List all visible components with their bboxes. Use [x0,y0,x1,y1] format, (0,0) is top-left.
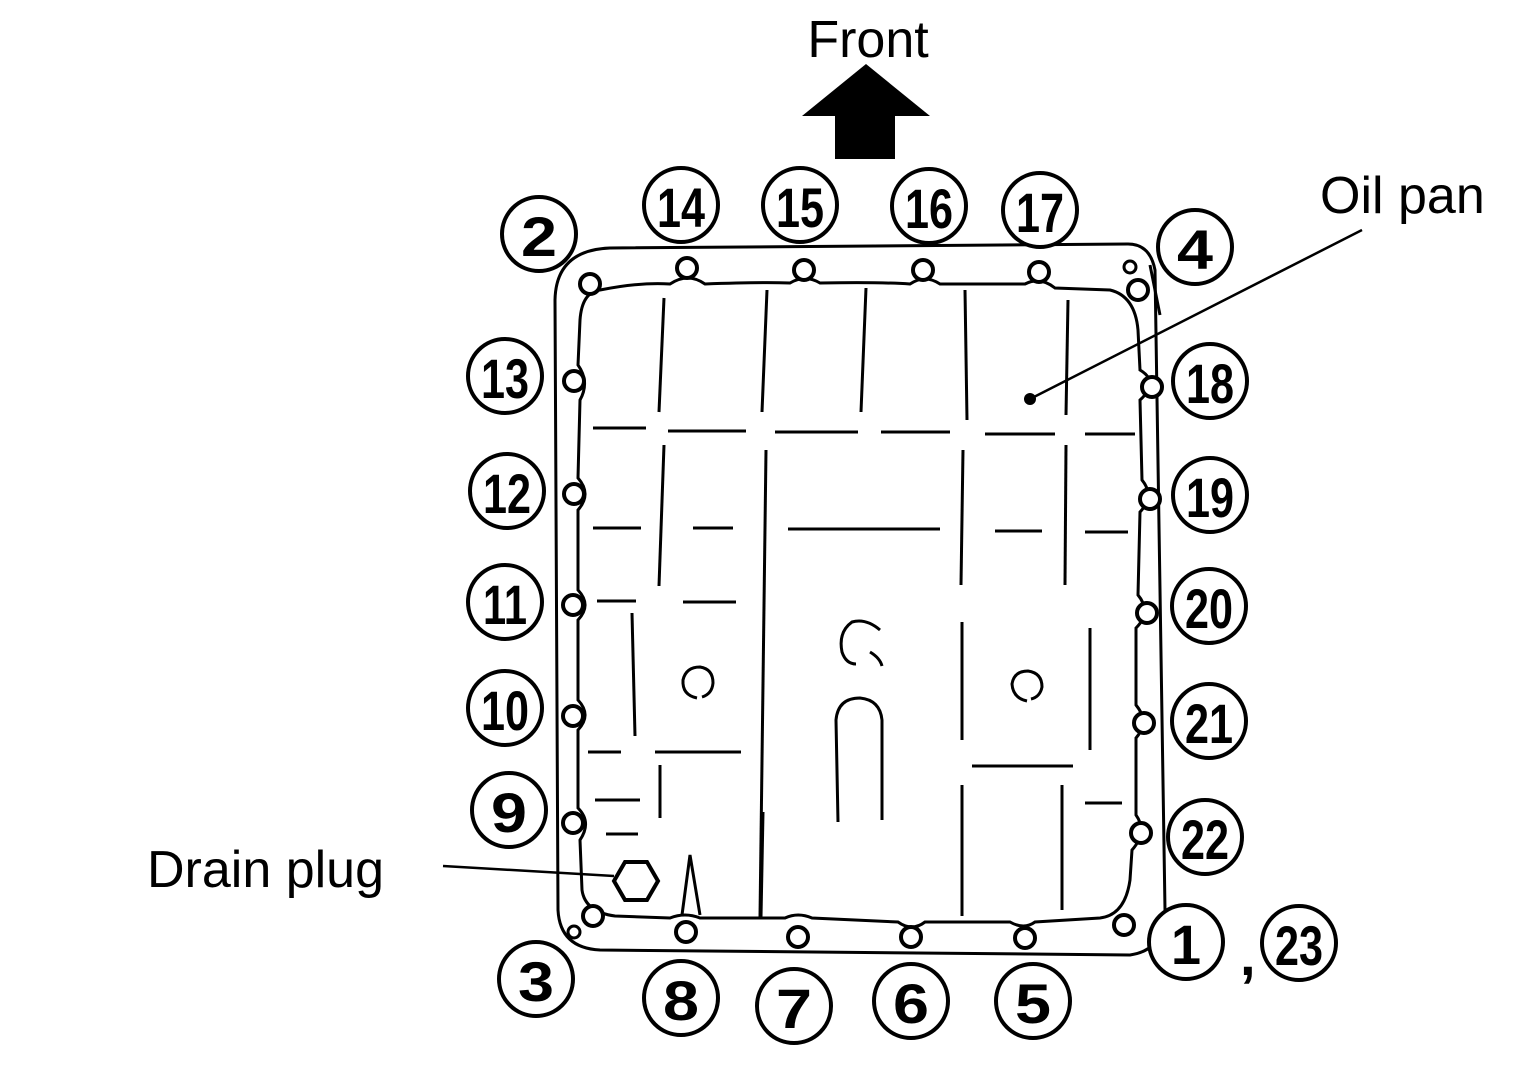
bolt-number-15: 15 [776,176,824,239]
bolt-number-3: 3 [518,950,554,1013]
bolt-number-21: 21 [1185,692,1233,755]
bolt-callout-2-circle [500,195,578,273]
bolt-number-7: 7 [776,977,812,1040]
bolt-callout-19-circle [1171,456,1249,534]
bolt-callout-23-circle [1260,904,1338,982]
bolt-callout-11-circle [466,563,544,641]
bolt-hole-16 [911,258,935,282]
bolt-number-13: 13 [481,347,529,410]
bolt-1-23-separator: , [1240,924,1256,987]
bolt-hole-6 [899,925,923,949]
bolt-callout-16-circle [890,167,968,245]
bolt-hole-18 [1140,375,1164,399]
bolt-callout-9-circle [470,771,548,849]
bolt-hole-17 [1027,260,1051,284]
bolt-callout-numbers: 2 14 15 16 17 4 13 18 12 19 11 20 10 21 … [481,176,1323,1040]
bolt-number-18: 18 [1186,352,1234,415]
oil-pan-body [553,242,1167,957]
bolt-hole-15 [792,258,816,282]
bolt-number-19: 19 [1186,466,1234,529]
bolt-number-6: 6 [893,972,929,1035]
bolt-callout-22-circle [1166,798,1244,876]
oil-pan-label: Oil pan [1320,167,1485,225]
bolt-hole-5 [1013,926,1037,950]
bolt-callout-12-circle [468,452,546,530]
drain-plug-leader [442,864,615,878]
bolt-hole-8 [674,920,698,944]
bolt-number-22: 22 [1181,808,1229,871]
bolt-hole-12 [562,482,586,506]
bolt-callout-15-circle [761,166,839,244]
bolt-callout-6-circle [872,962,950,1040]
bolt-number-5: 5 [1015,972,1051,1035]
oil-pan-leader-dot [1024,393,1036,405]
bolt-hole-11 [561,593,585,617]
bolt-number-17: 17 [1016,181,1064,244]
bolt-number-16: 16 [905,177,953,240]
bolt-hole-14 [675,256,699,280]
bolt-callout-14-circle [642,166,720,244]
bolt-hole-3 [581,904,605,928]
bolt-hole-7 [786,925,810,949]
bolt-hole-1 [1112,913,1136,937]
bolt-number-9: 9 [491,781,527,844]
bolt-callout-13-circle [466,337,544,415]
oil-pan-leader [1029,228,1363,401]
drain-plug-icon [611,860,661,902]
bolt-number-1: 1 [1171,913,1201,976]
bolt-callout-18-circle [1171,342,1249,420]
bolt-callouts [466,166,1338,1045]
bolt-hole-13 [562,369,586,393]
bolt-callout-4-circle [1156,208,1234,286]
bolt-number-8: 8 [663,969,699,1032]
bolt-hole-2 [578,272,602,296]
drain-plug-label: Drain plug [147,841,384,899]
front-label: Front [807,11,929,69]
bolt-number-23: 23 [1275,914,1323,977]
bolt-callout-3-circle [497,940,575,1018]
bolt-number-14: 14 [657,176,705,239]
bolt-callout-1-circle [1147,903,1225,981]
bolt-hole-21 [1132,711,1156,735]
dowel-holes [566,259,1138,940]
oil-pan-ribs [588,287,1135,918]
bolt-holes [561,256,1164,950]
bolt-callout-21-circle [1170,682,1248,760]
bolt-callout-17-circle [1001,171,1079,249]
bolt-number-20: 20 [1185,577,1233,640]
bolt-number-4: 4 [1177,218,1213,281]
bolt-callout-5-circle [994,962,1072,1040]
bolt-hole-22 [1129,821,1153,845]
bolt-hole-19 [1138,487,1162,511]
bolt-callout-10-circle [466,669,544,747]
bolt-number-10: 10 [481,679,529,742]
bolt-hole-10 [561,704,585,728]
bolt-number-12: 12 [483,462,531,525]
bolt-hole-4 [1126,278,1150,302]
bolt-number-2: 2 [521,205,557,268]
front-arrow-icon [802,64,930,159]
bolt-callout-8-circle [642,959,720,1037]
bolt-callout-20-circle [1170,567,1248,645]
bolt-number-11: 11 [483,573,527,636]
bolt-hole-9 [561,811,585,835]
bolt-callout-7-circle [755,967,833,1045]
bolt-hole-20 [1135,601,1159,625]
